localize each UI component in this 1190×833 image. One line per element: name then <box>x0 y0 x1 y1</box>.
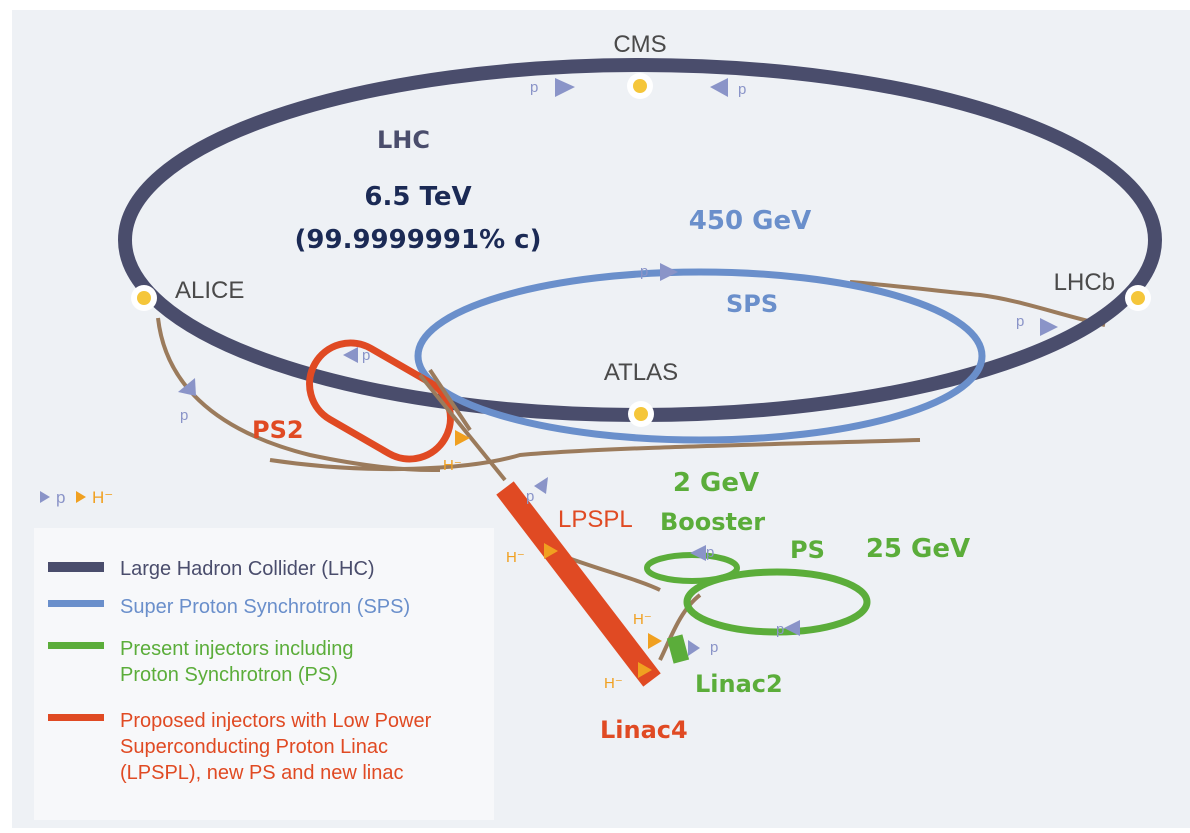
p-arrow-icon <box>660 263 678 281</box>
lhc-speed: (99.9999991% c) <box>295 225 542 255</box>
lhc-energy: 6.5 TeV <box>364 182 471 212</box>
sps-label: SPS <box>726 290 778 318</box>
booster-ring <box>644 552 740 584</box>
transfer-line-ps2-sps <box>269 438 921 472</box>
key-p-arrow-icon <box>40 491 50 503</box>
p-label: p <box>776 621 784 638</box>
legend-item-label: (LPSPL), new PS and new linac <box>120 762 404 784</box>
legend-item-label: Superconducting Proton Linac <box>120 736 388 758</box>
p-label: p <box>362 347 370 364</box>
key-h-arrow-icon <box>76 491 86 503</box>
p-arrow-icon <box>710 78 728 97</box>
sps-ring <box>414 268 986 444</box>
p-arrow-icon <box>343 347 358 363</box>
h-label: H⁻ <box>506 549 525 566</box>
experiment-points <box>131 73 1151 427</box>
h-labels: H⁻ H⁻ H⁻ H⁻ <box>443 457 652 692</box>
p-label: p <box>1016 313 1024 330</box>
lpspl-label: LPSPL <box>558 506 633 533</box>
transfer-lines <box>156 280 1106 661</box>
sps-swatch-icon <box>48 600 104 607</box>
atlas-label: ATLAS <box>604 359 678 386</box>
transfer-line-ps-input <box>658 593 702 661</box>
ps-energy: 25 GeV <box>866 534 970 564</box>
legend-item-label: Present injectors including <box>120 638 353 660</box>
lhcb-label: LHCb <box>1054 269 1115 296</box>
h-label: H⁻ <box>633 611 652 628</box>
p-arrow-icon <box>178 378 196 396</box>
beam-key: p H⁻ <box>40 488 113 507</box>
linac2-block <box>666 634 690 664</box>
linac4-label: Linac4 <box>600 716 688 744</box>
h-arrow-icon <box>544 543 558 559</box>
p-arrow-icon <box>784 620 800 636</box>
p-labels: p p p p p p p p p p <box>180 79 1024 656</box>
p-label: p <box>706 544 714 561</box>
p-label: p <box>640 263 648 280</box>
p-arrow-icon <box>688 640 700 656</box>
p-label: p <box>526 488 534 505</box>
legend-item: Proposed injectors with Low PowerSuperco… <box>48 710 432 784</box>
legend: Large Hadron Collider (LHC) Super Proton … <box>34 528 494 820</box>
h-label: H⁻ <box>604 675 623 692</box>
key-p-label: p <box>56 488 65 507</box>
p-arrow-icon <box>534 477 548 494</box>
ps2-ring <box>306 339 454 463</box>
ps-label: PS <box>790 536 825 564</box>
legend-item-label: Proposed injectors with Low Power <box>120 710 432 732</box>
cms-label: CMS <box>613 31 666 58</box>
p-label: p <box>530 79 538 96</box>
p-label: p <box>738 81 746 98</box>
h-minus-arrows <box>455 430 662 678</box>
h-arrow-icon <box>638 662 652 678</box>
p-arrow-icon <box>1040 318 1058 336</box>
ps2-label: PS2 <box>252 416 304 444</box>
p-arrow-icon <box>555 78 575 97</box>
legend-item-label: Super Proton Synchrotron (SPS) <box>120 596 410 618</box>
proton-arrows <box>178 78 1058 656</box>
lhc-label: LHC <box>377 126 430 154</box>
p-arrow-icon <box>690 545 706 561</box>
proposed-injectors-swatch-icon <box>48 714 104 721</box>
booster-label: Booster <box>660 508 765 536</box>
p-label: p <box>710 639 718 656</box>
p-label: p <box>180 407 188 424</box>
transfer-line-lhcb <box>849 280 1106 327</box>
legend-item: Large Hadron Collider (LHC) <box>48 558 375 580</box>
lhc-swatch-icon <box>48 562 104 572</box>
legend-item: Super Proton Synchrotron (SPS) <box>48 596 410 618</box>
h-arrow-icon <box>648 633 662 649</box>
alice-label: ALICE <box>175 277 244 304</box>
h-arrow-icon <box>455 430 470 446</box>
linac2-label: Linac2 <box>695 670 783 698</box>
ps-ring <box>683 568 871 636</box>
lpspl-linac <box>418 368 661 687</box>
legend-item-label: Large Hadron Collider (LHC) <box>120 558 375 580</box>
legend-item-label: Proton Synchrotron (PS) <box>120 664 338 686</box>
booster-energy: 2 GeV <box>673 468 759 498</box>
h-label: H⁻ <box>443 457 462 474</box>
present-injectors-swatch-icon <box>48 642 104 649</box>
legend-panel <box>34 528 494 820</box>
sps-energy: 450 GeV <box>689 206 811 236</box>
key-h-label: H⁻ <box>92 488 113 507</box>
